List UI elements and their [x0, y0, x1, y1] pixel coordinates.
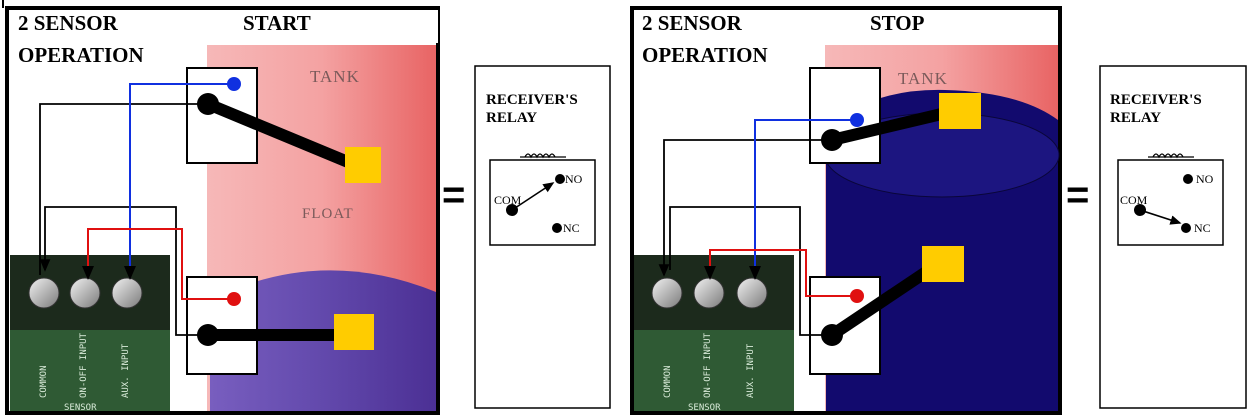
start-upper-float-arm	[202, 98, 366, 173]
stop-terminal-board	[634, 330, 794, 411]
start-state-label: START	[243, 11, 311, 35]
start-relay: RECEIVER'S RELAY COM NO NC	[474, 65, 611, 409]
stop-lower-float-arm	[826, 260, 941, 341]
start-relay-title2: RELAY	[486, 110, 537, 126]
start-float-label: FLOAT	[302, 206, 354, 222]
start-relay-title1: RECEIVER'S	[486, 92, 578, 108]
start-relay-coil-icon	[520, 153, 566, 159]
start-relay-nc-dot	[552, 223, 562, 233]
start-title-bg	[9, 10, 438, 43]
start-wire-blue	[124, 83, 234, 280]
stop-relay-title2: RELAY	[1110, 110, 1161, 126]
stop-state-label: STOP	[870, 11, 925, 35]
stop-term-common: COMMON	[663, 365, 673, 398]
start-term-board: SENSOR	[64, 403, 97, 413]
stop-tank-label: TANK	[898, 69, 948, 88]
stop-relay-nc: NC	[1194, 221, 1211, 235]
start-title-line2: OPERATION	[18, 43, 144, 67]
stop-upper-switch	[809, 67, 881, 164]
start-lower-contact	[227, 292, 241, 306]
start-lower-switch	[186, 276, 258, 375]
stop-screw-onoff	[693, 277, 725, 309]
stop-relay-com: COM	[1120, 193, 1148, 207]
start-term-aux: AUX. INPUT	[121, 343, 131, 398]
stop-lower-float	[922, 246, 964, 282]
stop-upper-pivot	[821, 129, 843, 151]
stop-upper-float-arm	[826, 106, 956, 146]
stop-relay-no-dot	[1183, 174, 1193, 184]
start-upper-contact	[227, 77, 241, 91]
start-wire-lower-common	[39, 206, 208, 336]
stop-upper-float	[939, 93, 981, 129]
start-relay-no-dot	[555, 174, 565, 184]
start-upper-float	[345, 147, 381, 183]
start-relay-contact-arm	[511, 182, 555, 211]
stop-wire-lower-common	[669, 206, 832, 336]
stop-wire-upper-common	[658, 139, 832, 277]
start-panel: TANK FLOAT 2 SENSOR OPERATION START COMM…	[5, 6, 440, 415]
start-wire-red	[82, 228, 234, 300]
start-title-bg2	[9, 43, 207, 73]
stop-relay-title1: RECEIVER'S	[1110, 92, 1202, 108]
start-relay-com: COM	[494, 193, 522, 207]
start-relay-box	[489, 159, 596, 246]
start-screw-aux	[111, 277, 143, 309]
stop-screw-aux	[736, 277, 768, 309]
stop-relay-box	[1117, 159, 1224, 246]
start-tank-label: TANK	[310, 67, 360, 86]
stop-terminal-block: COMMON ON-OFF INPUT AUX. INPUT SENSOR	[634, 255, 794, 413]
stop-wire-red	[704, 249, 857, 297]
start-upper-pivot	[197, 93, 219, 115]
stop-title-line1: 2 SENSOR	[642, 11, 743, 35]
stop-relay-no: NO	[1196, 172, 1214, 186]
start-wire-upper-common	[39, 103, 208, 275]
stop-term-onoff: ON-OFF INPUT	[703, 332, 713, 398]
stop-relay-nc-dot	[1181, 223, 1191, 233]
start-screw-common	[28, 277, 60, 309]
stop-relay-coil-icon	[1148, 153, 1194, 159]
stop-term-aux: AUX. INPUT	[746, 343, 756, 398]
start-title-line1: 2 SENSOR	[18, 11, 119, 35]
stop-title-bg	[634, 10, 1058, 43]
start-term-onoff: ON-OFF INPUT	[79, 332, 89, 398]
stop-equals: =	[1066, 173, 1089, 217]
start-relay-no: NO	[565, 172, 583, 186]
stop-relay-contact-arm	[1139, 209, 1182, 225]
stop-title-bg2	[634, 43, 825, 73]
stop-term-board: SENSOR	[688, 403, 721, 413]
stop-title-line2: OPERATION	[642, 43, 768, 67]
stop-upper-contact	[850, 113, 864, 127]
stop-lower-pivot	[821, 324, 843, 346]
start-lower-float	[334, 314, 374, 350]
start-terminal-block: COMMON ON-OFF INPUT AUX. INPUT SENSOR	[10, 255, 170, 413]
stop-panel: TANK 2 SENSOR OPERATION STOP COMMON ON-O…	[630, 6, 1062, 415]
stop-screw-common	[651, 277, 683, 309]
stop-lower-contact	[850, 289, 864, 303]
start-relay-nc: NC	[563, 221, 580, 235]
start-screw-onoff	[69, 277, 101, 309]
stop-relay: RECEIVER'S RELAY COM NO NC	[1099, 65, 1247, 409]
start-terminal-board	[10, 330, 170, 411]
start-term-common: COMMON	[39, 365, 49, 398]
start-equals: =	[442, 173, 465, 217]
start-lower-pivot	[197, 324, 219, 346]
stop-wire-blue	[749, 119, 857, 280]
